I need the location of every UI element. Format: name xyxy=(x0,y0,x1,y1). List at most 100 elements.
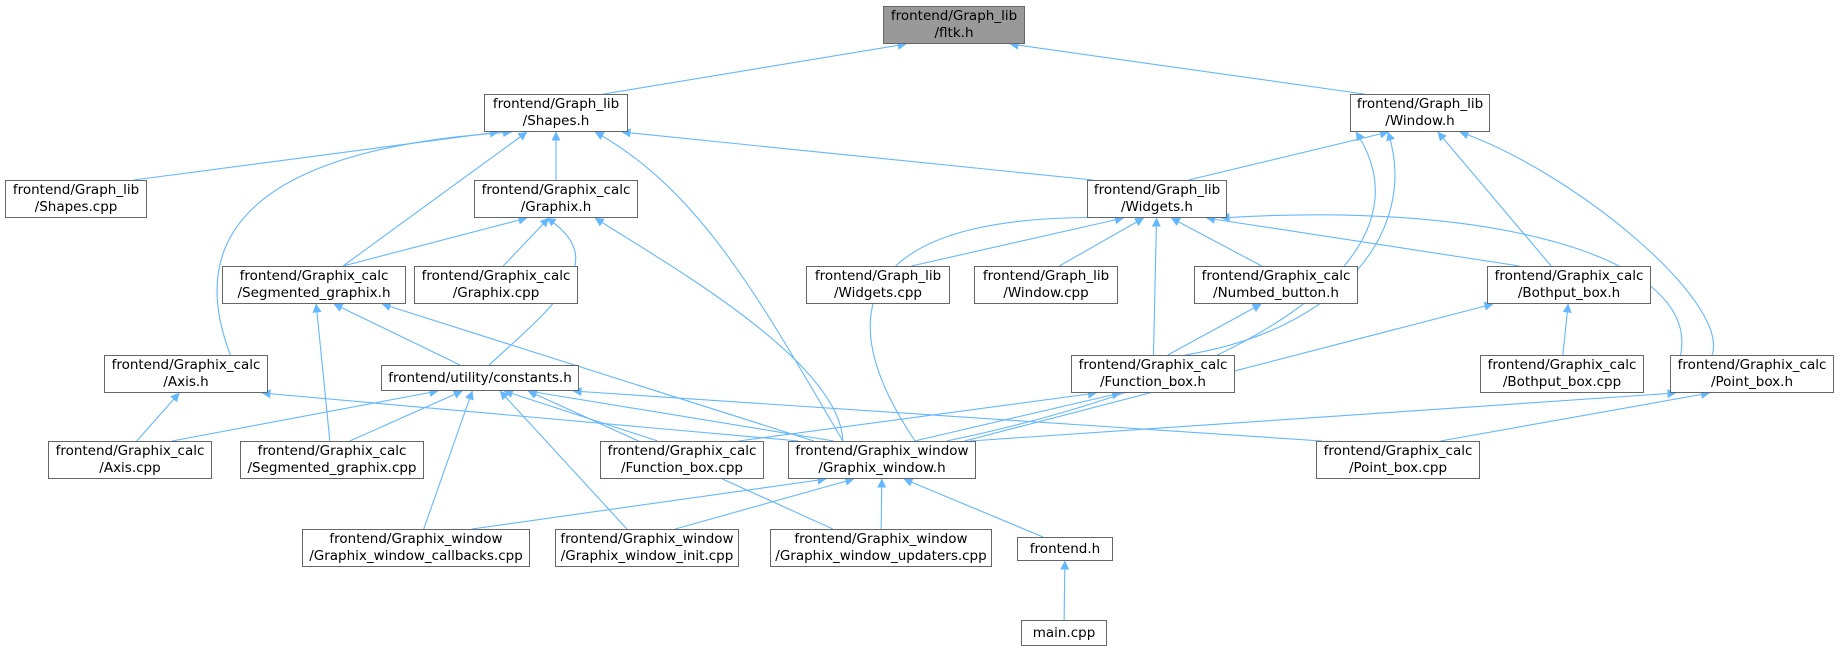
node-label-line: main.cpp xyxy=(1032,624,1096,641)
node-label-line: frontend/Graphix_calc xyxy=(481,182,631,198)
node-label-line: frontend/Graphix_window xyxy=(795,443,969,459)
node-label-line: frontend/Graphix_calc xyxy=(1078,357,1228,373)
node-label-line: /Bothput_box.cpp xyxy=(1502,374,1622,390)
node-label-line: frontend/Graph_lib xyxy=(890,8,1018,24)
edge-pointbox-h-to-widgets-h xyxy=(1220,212,1683,356)
edge-widgets-h-to-window-h xyxy=(1188,129,1389,181)
edge-gw-h-to-constants-h xyxy=(527,387,834,442)
edge-gw-h-to-window-h xyxy=(946,131,1376,442)
node-funcbox-cpp[interactable]: frontend/Graphix_calc/Function_box.cpp xyxy=(600,441,764,479)
node-label-line: frontend/utility/constants.h xyxy=(388,369,572,386)
node-gw-updaters[interactable]: frontend/Graphix_window/Graphix_window_u… xyxy=(770,529,992,567)
node-graphix-h[interactable]: frontend/Graphix_calc/Graphix.h xyxy=(474,180,638,218)
node-label-line: /Bothput_box.h xyxy=(1517,285,1621,301)
node-axis-cpp[interactable]: frontend/Graphix_calc/Axis.cpp xyxy=(48,441,212,479)
node-label-line: /Numbed_button.h xyxy=(1213,285,1339,301)
edge-shapes-cpp-to-shapes-h xyxy=(133,128,499,181)
node-widgets-cpp[interactable]: frontend/Graph_lib/Widgets.cpp xyxy=(806,266,950,304)
node-shapes-cpp[interactable]: frontend/Graph_lib/Shapes.cpp xyxy=(5,180,147,218)
node-label-line: /Window.h xyxy=(1385,113,1455,129)
node-shapes-h[interactable]: frontend/Graph_lib/Shapes.h xyxy=(484,94,628,132)
edge-widgets-h-to-shapes-h xyxy=(621,128,1094,181)
node-label-line: frontend/Graphix_calc xyxy=(1494,268,1644,284)
edge-bothput-h-to-widgets-h xyxy=(1205,214,1520,267)
node-label-line: /Graphix_window_init.cpp xyxy=(560,548,734,564)
node-label-line: frontend/Graphix_calc xyxy=(1323,443,1473,459)
node-label-line: frontend/Graphix_calc xyxy=(111,357,261,373)
node-pointbox-cpp[interactable]: frontend/Graphix_calc/Point_box.cpp xyxy=(1316,441,1480,479)
edge-pointbox-h-to-window-h xyxy=(1459,130,1715,356)
edge-gw-updaters-to-gw-h xyxy=(877,478,887,530)
node-label-line: frontend/Graphix_calc xyxy=(1201,268,1351,284)
node-label-line: frontend/Graph_lib xyxy=(1356,96,1484,112)
edge-gw-callbacks-to-constants-h xyxy=(423,390,474,530)
node-bothput-cpp[interactable]: frontend/Graphix_calc/Bothput_box.cpp xyxy=(1480,355,1644,393)
edge-gw-init-to-constants-h xyxy=(499,390,628,530)
node-label-line: /Function_box.cpp xyxy=(621,460,743,476)
node-label-line: frontend/Graphix_window xyxy=(560,531,734,547)
edge-seg-h-to-graphix-h xyxy=(342,215,528,267)
node-label-line: /Axis.cpp xyxy=(99,460,161,476)
node-label-line: /Window.cpp xyxy=(1003,285,1089,301)
edge-constants-h-to-seg-h xyxy=(333,303,461,366)
node-frontend-h[interactable]: frontend.h xyxy=(1017,537,1113,561)
node-label-line: frontend/Graphix_calc xyxy=(257,443,407,459)
node-label-line: /Graphix_window.h xyxy=(818,460,946,476)
node-label-line: frontend/Graph_lib xyxy=(814,268,942,284)
node-label-line: frontend/Graphix_window xyxy=(329,531,503,547)
node-gw-h[interactable]: frontend/Graphix_window/Graphix_window.h xyxy=(788,441,976,479)
node-label-line: /Graphix_window_updaters.cpp xyxy=(775,548,987,564)
node-widgets-h[interactable]: frontend/Graph_lib/Widgets.h xyxy=(1087,180,1227,218)
node-seg-h[interactable]: frontend/Graphix_calc/Segmented_graphix.… xyxy=(222,266,406,304)
node-label-line: /Segmented_graphix.h xyxy=(237,285,391,301)
edge-funcbox-cpp-to-funcbox-h xyxy=(738,389,1097,442)
edge-axis-cpp-to-axis-h xyxy=(136,392,180,442)
node-constants-h[interactable]: frontend/utility/constants.h xyxy=(381,365,579,391)
node-fltk[interactable]: frontend/Graph_lib/fltk.h xyxy=(883,6,1025,44)
node-gw-init[interactable]: frontend/Graphix_window/Graphix_window_i… xyxy=(555,529,739,567)
edge-bothput-cpp-to-bothput-h xyxy=(1562,303,1572,356)
node-bothput-h[interactable]: frontend/Graphix_calc/Bothput_box.h xyxy=(1487,266,1651,304)
edge-funcbox-cpp-to-constants-h xyxy=(503,389,658,442)
edge-seg-cpp-to-constants-h xyxy=(349,390,463,442)
edge-pointbox-cpp-to-pointbox-h xyxy=(1440,390,1710,442)
edge-seg-cpp-to-seg-h xyxy=(312,303,331,442)
node-label-line: /Point_box.cpp xyxy=(1348,460,1448,476)
node-pointbox-h[interactable]: frontend/Graphix_calc/Point_box.h xyxy=(1670,355,1834,393)
edge-axis-cpp-to-constants-h xyxy=(171,388,439,442)
node-label-line: /Graphix_window_callbacks.cpp xyxy=(309,548,523,564)
edge-gw-h-to-axis-h xyxy=(261,389,799,442)
edge-funcbox-h-to-window-h xyxy=(1184,131,1396,356)
edge-shapes-h-to-fltk xyxy=(603,40,907,95)
node-label-line: frontend/Graph_lib xyxy=(982,268,1110,284)
node-label-line: /Axis.h xyxy=(163,374,209,390)
node-label-line: frontend/Graphix_calc xyxy=(55,443,205,459)
node-label-line: frontend.h xyxy=(1029,540,1101,557)
edge-funcbox-h-to-numbed-h xyxy=(1167,303,1262,356)
edge-funcbox-h-to-widgets-h xyxy=(1151,217,1161,356)
edge-pointbox-cpp-to-constants-h xyxy=(572,387,1323,442)
node-numbed-h[interactable]: frontend/Graphix_calc/Numbed_button.h xyxy=(1194,266,1358,304)
node-label-line: frontend/Graphix_calc xyxy=(421,268,571,284)
edge-widgets-cpp-to-widgets-h xyxy=(911,215,1124,267)
edge-seg-h-to-shapes-h xyxy=(342,131,528,267)
node-label-line: frontend/Graphix_calc xyxy=(239,268,389,284)
node-label-line: frontend/Graph_lib xyxy=(492,96,620,112)
node-gw-callbacks[interactable]: frontend/Graphix_window/Graphix_window_c… xyxy=(302,529,530,567)
edge-gw-h-to-funcbox-h xyxy=(914,390,1121,442)
node-window-h[interactable]: frontend/Graph_lib/Window.h xyxy=(1350,94,1490,132)
node-graphix-cpp[interactable]: frontend/Graphix_calc/Graphix.cpp xyxy=(414,266,578,304)
edge-frontend-h-to-gw-h xyxy=(903,478,1044,538)
node-funcbox-h[interactable]: frontend/Graphix_calc/Function_box.h xyxy=(1071,355,1235,393)
edge-gw-h-to-graphix-h xyxy=(594,217,844,442)
node-seg-cpp[interactable]: frontend/Graphix_calc/Segmented_graphix.… xyxy=(240,441,424,479)
node-window-cpp[interactable]: frontend/Graph_lib/Window.cpp xyxy=(974,266,1118,304)
edge-axis-h-to-shapes-h xyxy=(216,128,513,356)
node-main-cpp[interactable]: main.cpp xyxy=(1021,620,1107,646)
edge-bothput-h-to-window-h xyxy=(1437,131,1552,267)
edge-graphix-cpp-to-graphix-h xyxy=(502,217,550,267)
node-label-line: frontend/Graph_lib xyxy=(1093,182,1221,198)
node-axis-h[interactable]: frontend/Graphix_calc/Axis.h xyxy=(104,355,268,393)
node-label-line: /Graphix.h xyxy=(520,199,592,215)
edge-window-cpp-to-widgets-h xyxy=(1059,217,1145,267)
